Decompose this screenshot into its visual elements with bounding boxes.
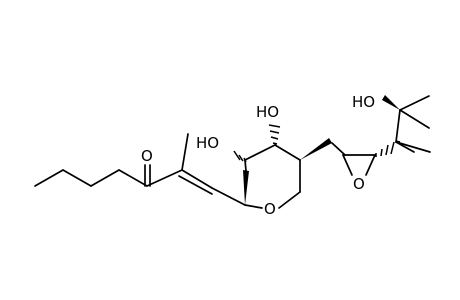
ketone-oxygen-label: O	[141, 147, 153, 165]
bond-side-methyl-down	[395, 141, 431, 153]
wedge-hydroxyl-top	[382, 95, 400, 110]
hash-oh-middle	[268, 124, 281, 145]
bond-ring-c4-c3	[274, 144, 301, 161]
bond-alkene-a	[181, 133, 189, 171]
bond-methylene	[211, 187, 246, 206]
bond-chain-2	[62, 169, 92, 187]
bond-carbinol-methyl	[399, 109, 430, 129]
bond-ring-c3-c2	[244, 144, 276, 161]
epoxide-oxygen-label: O	[353, 175, 365, 193]
hash-epoxide-sidechain	[375, 141, 395, 157]
bond-c-to-alkene	[146, 169, 183, 187]
bond-epoxide-c1-o	[342, 154, 353, 176]
bond-bridge	[331, 142, 346, 156]
hash-side-methyl	[395, 140, 401, 143]
hydroxyl-left-label: HO	[196, 134, 219, 152]
bond-chain-1	[34, 169, 64, 187]
bond-alkene-double	[178, 175, 213, 195]
bond-ring-c1-o	[244, 204, 263, 209]
ring-oxygen-label: O	[264, 200, 276, 218]
hash-oh-left	[233, 150, 247, 163]
bond-carbinol-methyl-2	[399, 95, 430, 111]
bond-epoxide-c2-o	[365, 154, 376, 176]
bond-ring-o-c5	[278, 191, 301, 209]
wedge-ring-c1	[243, 170, 249, 205]
hydroxyl-middle-label: HO	[256, 103, 279, 121]
bond-alkene-b	[181, 169, 213, 189]
bond-chain-3	[90, 169, 120, 187]
hydroxyl-top-label: HO	[352, 93, 375, 111]
wedge-ring-c4-bridge	[300, 138, 332, 160]
bond-chain-4	[118, 169, 148, 187]
bond-side-up	[395, 109, 401, 143]
